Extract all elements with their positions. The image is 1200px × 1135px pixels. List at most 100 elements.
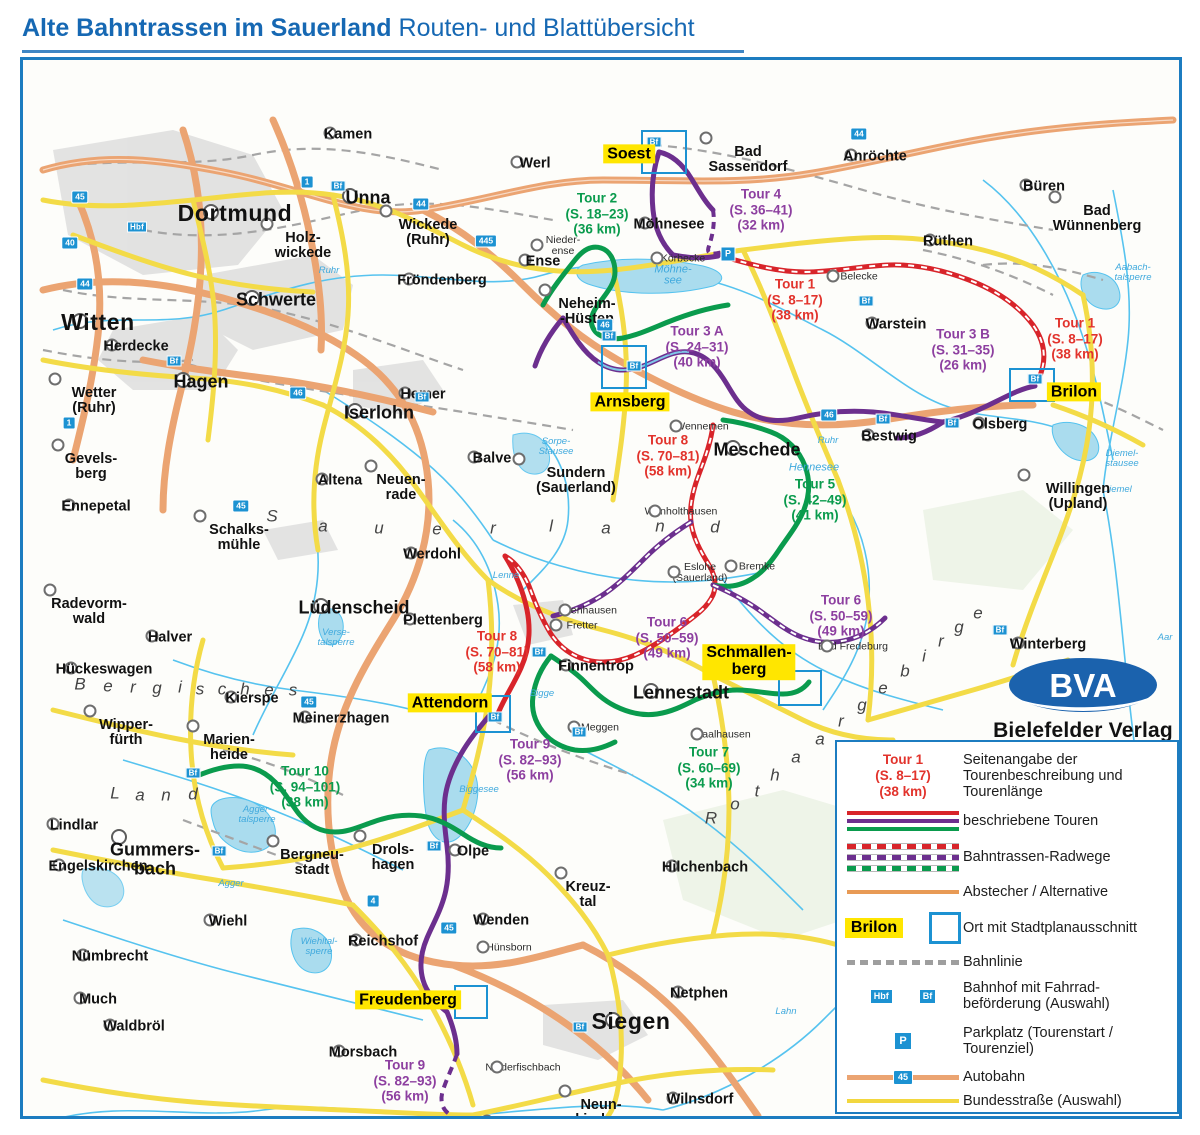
- city-dot: [193, 509, 207, 523]
- legend-tour-length: (38 km): [879, 784, 927, 800]
- bf-icon[interactable]: Bf: [626, 360, 642, 372]
- bva-logo: BVA Bielefelder Verlag: [983, 655, 1179, 760]
- autobahn-shield-icon: 45: [440, 921, 458, 935]
- city-dot: [145, 629, 159, 643]
- legend-label-bundesstrasse: Bundesstraße (Auswahl): [963, 1093, 1122, 1110]
- legend-railway-line: [847, 959, 959, 965]
- highlight-town-label[interactable]: Soest: [603, 144, 655, 164]
- bf-icon[interactable]: Bf: [1027, 373, 1043, 385]
- parking-icon[interactable]: P: [720, 246, 736, 262]
- legend-label-detour: Abstecher / Alternative: [963, 883, 1109, 900]
- place-dot: [558, 603, 572, 617]
- bf-icon[interactable]: Bf: [487, 711, 503, 723]
- bf-icon[interactable]: Bf: [858, 295, 874, 307]
- bf-icon[interactable]: Bf: [571, 726, 587, 738]
- autobahn-shield-icon: 46: [596, 318, 614, 332]
- city-dot: [111, 829, 127, 845]
- city-dot: [353, 829, 367, 843]
- bf-icon[interactable]: Bf: [992, 624, 1008, 636]
- city-dot: [298, 710, 312, 724]
- autobahn-shield-icon: 46: [820, 408, 838, 422]
- highlight-town-label[interactable]: Arnsberg: [590, 392, 670, 412]
- legend-label-railway: Bahnlinie: [963, 953, 1023, 970]
- bf-icon[interactable]: Bf: [601, 330, 617, 342]
- place-dot: [724, 559, 738, 573]
- city-dot: [244, 290, 260, 306]
- city-dot: [398, 386, 412, 400]
- bf-icon[interactable]: Bf: [330, 180, 346, 192]
- city-dot: [643, 683, 659, 699]
- autobahn-shield-icon: 45: [71, 190, 89, 204]
- city-dot: [364, 459, 378, 473]
- place-dot: [826, 269, 840, 283]
- highlight-town-label[interactable]: Attendorn: [407, 693, 493, 713]
- place-dot: [476, 940, 490, 954]
- city-dot: [76, 948, 90, 962]
- legend-row-station: Hbf Bf Bahnhof mit Fahrrad-beförderung (…: [843, 980, 1171, 1012]
- title-subtitle: Routen- und Blattübersicht: [391, 14, 695, 42]
- legend-row-described-tours: beschriebene Touren: [843, 809, 1171, 833]
- bva-logo-mark: BVA: [1003, 655, 1163, 717]
- city-dot: [72, 313, 88, 329]
- legend-symbol-solid-lines: [843, 809, 963, 833]
- city-dot: [43, 583, 57, 597]
- tour-3a-casing: [597, 350, 690, 372]
- town-plan-box: [601, 345, 647, 389]
- city-dot: [844, 148, 858, 162]
- legend-tour-sample: Tour 1 (S. 8–17) (38 km): [843, 752, 963, 800]
- city-dot: [538, 283, 552, 297]
- bf-icon[interactable]: Bf: [875, 413, 891, 425]
- city-dot: [203, 913, 217, 927]
- place-dot: [667, 565, 681, 579]
- city-dot: [476, 912, 490, 926]
- city-dot: [51, 438, 65, 452]
- place-dot: [669, 419, 683, 433]
- highlight-town-label[interactable]: Brilon: [1046, 382, 1102, 402]
- bf-icon[interactable]: Bf: [572, 1021, 588, 1033]
- city-dot: [379, 204, 393, 218]
- city-dot: [402, 272, 416, 286]
- city-dot: [62, 498, 76, 512]
- legend-row-autobahn: 45 Autobahn: [843, 1069, 1171, 1085]
- map-graphics: [23, 60, 1179, 1116]
- bf-icon[interactable]: Bf: [166, 355, 182, 367]
- city-dot: [186, 719, 200, 733]
- city-dot: [865, 316, 879, 330]
- city-dot: [467, 450, 481, 464]
- legend-row-detour: Abstecher / Alternative: [843, 884, 1171, 900]
- legend-symbol-stations: Hbf Bf: [843, 988, 963, 1004]
- city-dot: [103, 1018, 117, 1032]
- legend-line-red-solid: [847, 810, 959, 815]
- legend-symbol-autobahn: 45: [843, 1069, 963, 1085]
- hbf-icon[interactable]: Hbf: [127, 221, 147, 233]
- highlight-town-label[interactable]: Schmallen-berg: [702, 644, 796, 680]
- city-dot: [347, 403, 363, 419]
- bf-icon[interactable]: Bf: [185, 767, 201, 779]
- legend-row-railtrail: Bahntrassen-Radwege: [843, 841, 1171, 874]
- city-dot: [52, 858, 66, 872]
- legend-symbol-town: Brilon: [843, 911, 963, 944]
- bf-icon[interactable]: Bf: [211, 845, 227, 857]
- legend-town-chip: Brilon: [844, 917, 904, 938]
- city-dot: [558, 1084, 572, 1098]
- legend-line-green-dashed: [847, 864, 959, 872]
- legend-symbol-bundesstrasse: [843, 1099, 963, 1104]
- tour-9-route: [418, 713, 492, 1057]
- place-dot: [549, 618, 563, 632]
- bundesstrasse-network: [40, 189, 1146, 1116]
- city-dot: [861, 428, 875, 442]
- bf-icon[interactable]: Bf: [531, 646, 547, 658]
- bf-icon[interactable]: Bf: [414, 391, 430, 403]
- highlight-town-label[interactable]: Freudenberg: [355, 990, 461, 1010]
- bf-icon[interactable]: Bf: [944, 417, 960, 429]
- city-dot: [725, 440, 741, 456]
- poster-header: Alte Bahntrassen im Sauerland Routen- un…: [0, 0, 1200, 56]
- bf-icon[interactable]: Bf: [426, 840, 442, 852]
- place-label: Kirchen (Sieg): [480, 1117, 547, 1119]
- city-dot: [203, 204, 219, 220]
- city-dot: [448, 843, 462, 857]
- rivers: [52, 179, 1142, 1116]
- city-dot: [64, 661, 78, 675]
